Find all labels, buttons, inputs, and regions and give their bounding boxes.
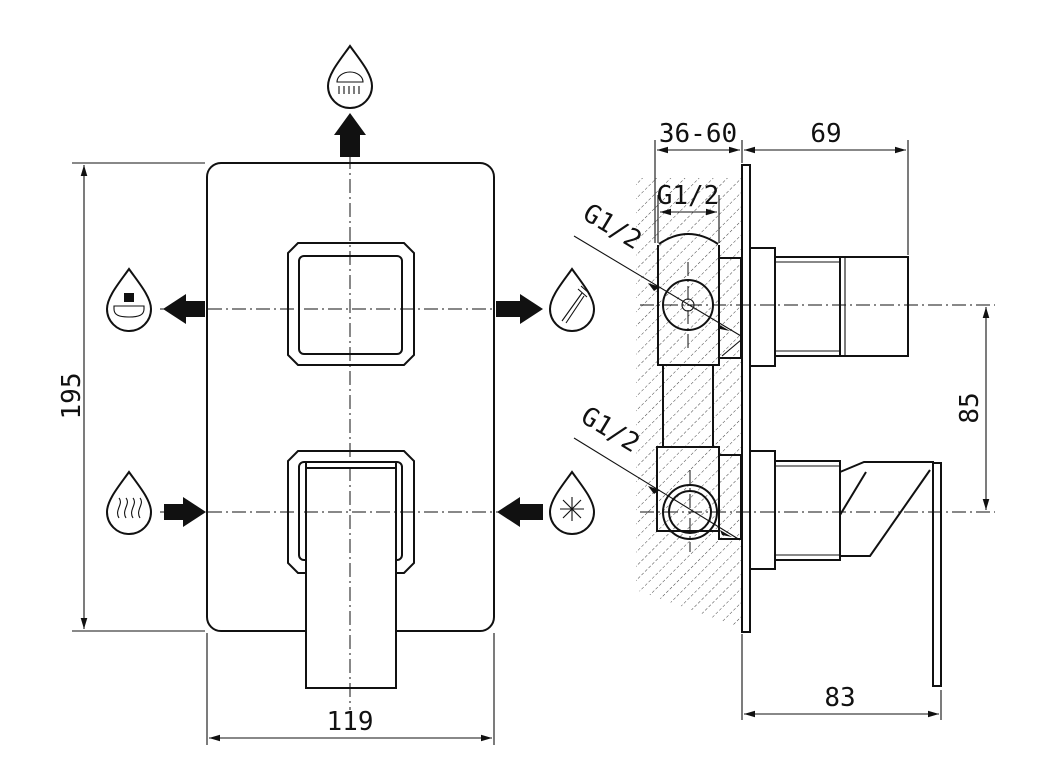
bathtub-icon — [105, 267, 153, 332]
dimension-195: 195 — [57, 162, 205, 632]
thread-label-bottom-inlet: G1/2 — [576, 401, 645, 459]
dimension-36-60-label: 36-60 — [659, 119, 737, 149]
inlet-arrow-right — [497, 497, 543, 527]
dimension-36-60: 36-60 — [654, 119, 740, 243]
diverter-knob — [287, 242, 415, 366]
side-view: G1/2 G1/2 G1/2 36-60 69 85 — [573, 119, 995, 720]
dimension-119: 119 — [206, 633, 495, 745]
outlet-arrow-top — [334, 113, 366, 157]
thread-label-top-inner: G1/2 — [657, 181, 720, 211]
dimension-119-label: 119 — [327, 707, 374, 737]
hot-water-icon — [105, 470, 153, 535]
wall-section-hatch — [636, 178, 742, 628]
side-wall-plate — [741, 164, 751, 633]
outlet-arrow-left — [163, 294, 205, 324]
mixer-lever-side — [749, 450, 942, 687]
dimension-69: 69 — [741, 119, 909, 255]
dimension-195-label: 195 — [57, 373, 87, 420]
outlet-arrow-right — [496, 294, 543, 324]
mixer-lever — [305, 461, 397, 689]
dimension-83: 83 — [741, 634, 942, 720]
leader-top-outlet — [573, 235, 742, 337]
overhead-shower-icon — [326, 44, 374, 109]
dimension-g12-top: G1/2 — [657, 181, 720, 243]
dimension-69-label: 69 — [810, 119, 841, 149]
front-view: 195 119 — [57, 44, 596, 745]
dimension-83-label: 83 — [824, 683, 855, 713]
inlet-arrow-left — [164, 497, 206, 527]
diverter-knob-side — [749, 247, 909, 367]
dimension-85: 85 — [955, 307, 990, 510]
dimension-85-label: 85 — [955, 392, 985, 423]
cold-water-icon — [548, 470, 596, 535]
hand-shower-icon — [548, 267, 596, 332]
